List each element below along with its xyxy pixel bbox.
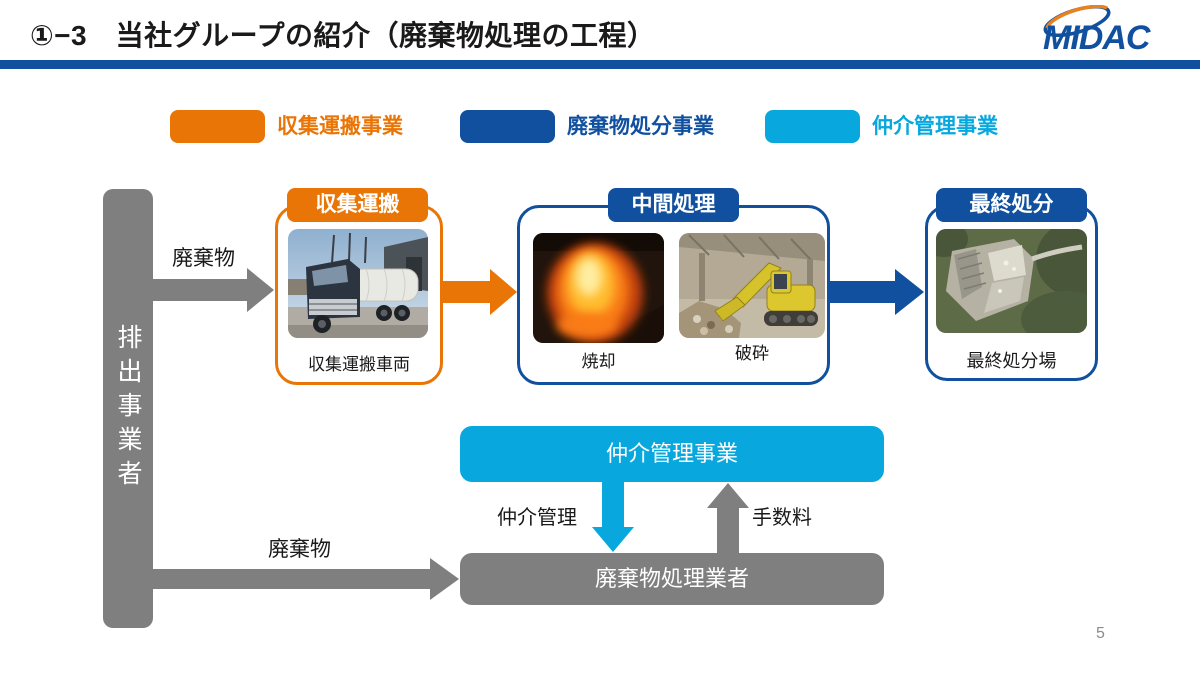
arrow-emitter-to-processor (153, 558, 459, 600)
final-caption: 最終処分場 (966, 351, 1057, 371)
legend-label-disposal: 廃棄物処分事業 (567, 115, 714, 138)
legend-swatch-disposal (460, 110, 555, 143)
waste-label-top: 廃棄物 (172, 247, 235, 270)
legend-label-collection: 収集運搬事業 (277, 115, 403, 138)
arrow-fee-up (707, 483, 749, 553)
landfill-aerial-photo (936, 229, 1087, 333)
page-number: 5 (1096, 625, 1105, 642)
emitter-label: 排出事業者 (114, 323, 142, 494)
collection-caption: 収集運搬車両 (308, 355, 410, 374)
incineration-photo (533, 233, 664, 343)
midac-logo: MIDAC (1043, 5, 1152, 57)
broker-box: 仲介管理事業 (460, 426, 884, 482)
arrow-intermediate-to-final (830, 269, 924, 315)
collection-truck-photo (288, 229, 428, 338)
emitter-bar: 排出事業者 (103, 189, 153, 628)
broker-down-arrow-label: 仲介管理 (497, 507, 577, 529)
arrow-collection-to-intermediate (443, 269, 517, 315)
midac-logo-text: MIDAC (1043, 19, 1151, 57)
page-title: ①−3 当社グループの紹介（廃棄物処理の工程） (30, 20, 656, 51)
legend-swatch-collection (170, 110, 265, 143)
arrow-emitter-to-collection (153, 268, 274, 312)
final-header: 最終処分 (936, 188, 1087, 222)
legend-label-broker: 仲介管理事業 (872, 115, 998, 138)
intermediate-header: 中間処理 (608, 188, 739, 222)
incineration-caption: 焼却 (581, 352, 616, 371)
collection-header: 収集運搬 (287, 188, 428, 222)
arrow-broker-down (592, 482, 634, 552)
title-rule (0, 60, 1200, 69)
processor-box: 廃棄物処理業者 (460, 553, 884, 605)
crushing-photo (679, 233, 825, 338)
fee-up-arrow-label: 手数料 (752, 507, 812, 529)
legend-swatch-broker (765, 110, 860, 143)
waste-label-bottom: 廃棄物 (268, 538, 331, 561)
crushing-caption: 破砕 (735, 344, 769, 363)
